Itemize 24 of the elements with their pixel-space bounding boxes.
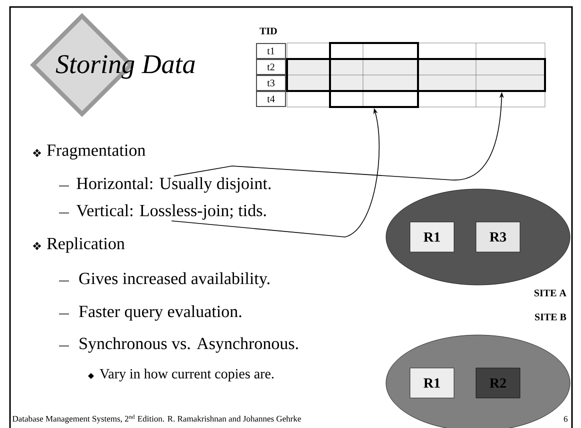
node-label: SITE A — [534, 290, 566, 296]
list-item: Gives increased availability. — [79, 272, 270, 288]
node-label: SITE B — [535, 314, 566, 320]
list-item: Replication — [47, 237, 125, 253]
relation-box: R2 — [476, 368, 520, 398]
slide-title: Storing Data — [56, 55, 195, 79]
list-item: Faster query evaluation. — [79, 305, 242, 321]
list-item: Synchronous vs. Asynchronous. — [80, 337, 298, 353]
relation-box: R3 — [476, 222, 520, 252]
list-item: Horizontal: Usually disjoint. — [76, 177, 271, 193]
page-number: 6 — [564, 416, 568, 422]
list-item: Vertical: Lossless-join; tids. — [76, 204, 266, 220]
table-cell: t3 — [256, 75, 286, 91]
table-cell: t2 — [256, 59, 286, 75]
footer-text: Database Management Systems, 2$^{nd}$ Edition. R. Ramakrishnan and Johannes Gehrke — [12, 414, 301, 424]
table-cell: t4 — [256, 91, 286, 107]
column-heading: TID — [260, 28, 277, 34]
fragment-outline — [329, 42, 419, 108]
relation-box: R1 — [410, 222, 454, 252]
list-item: Vary in how current copies are. — [100, 368, 274, 382]
relation-box: R1 — [410, 368, 454, 398]
list-item: Fragmentation — [47, 144, 146, 160]
fragment-outline — [286, 58, 546, 92]
table-cell: t1 — [256, 43, 286, 59]
